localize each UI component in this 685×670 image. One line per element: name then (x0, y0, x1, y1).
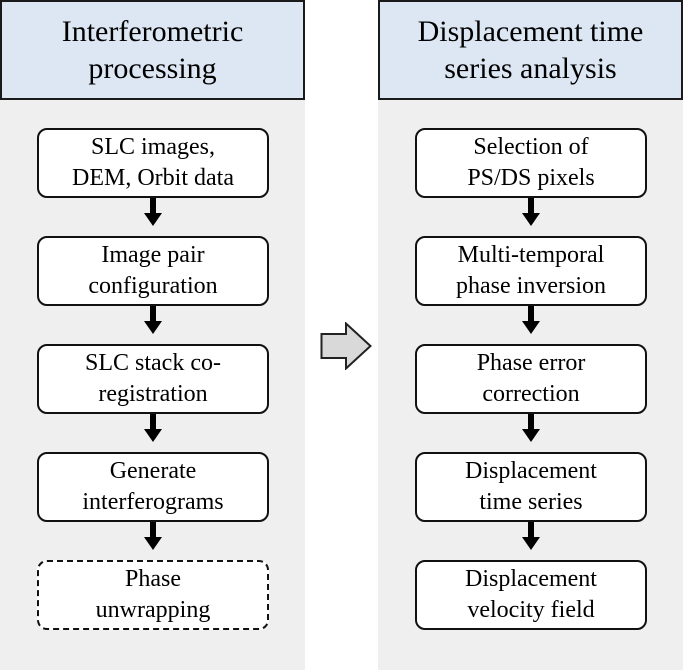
arrow-down-icon (144, 306, 162, 334)
step-line: Multi-temporal (457, 242, 605, 268)
step-line: PS/DS pixels (467, 165, 595, 191)
left-column-panel: SLC images, DEM, Orbit data Image pair c… (0, 100, 305, 670)
interferometric-processing-column: Interferometric processing SLC images, D… (0, 0, 305, 670)
arrow-down-icon (522, 414, 540, 442)
step-generate-interferograms: Generate interferograms (37, 452, 269, 522)
arrow-down-icon (144, 414, 162, 442)
step-phase-error-correction: Phase error correction (415, 344, 647, 414)
step-line: interferograms (82, 489, 224, 515)
step-slc-images: SLC images, DEM, Orbit data (37, 128, 269, 198)
step-image-pair-configuration: Image pair configuration (37, 236, 269, 306)
left-column-header: Interferometric processing (0, 0, 305, 100)
step-line: Displacement (465, 458, 597, 484)
step-line: correction (482, 381, 580, 407)
right-column-header: Displacement time series analysis (378, 0, 683, 100)
header-line: Interferometric (61, 15, 244, 48)
step-line: unwrapping (95, 597, 211, 623)
step-line: Image pair (101, 242, 205, 268)
step-line: Generate (109, 458, 197, 484)
step-line: DEM, Orbit data (72, 165, 234, 191)
arrow-down-icon (522, 522, 540, 550)
arrow-down-icon (144, 522, 162, 550)
arrow-down-icon (144, 198, 162, 226)
header-line: series analysis (444, 52, 617, 85)
right-column-panel: Selection of PS/DS pixels Multi-temporal… (378, 100, 683, 670)
step-line: SLC stack co- (85, 350, 221, 376)
step-line: Phase error (476, 350, 586, 376)
step-slc-stack-coregistration: SLC stack co- registration (37, 344, 269, 414)
step-line: SLC images, (91, 134, 215, 160)
step-line: Selection of (473, 134, 589, 160)
arrow-down-icon (522, 306, 540, 334)
step-displacement-velocity-field: Displacement velocity field (415, 560, 647, 630)
displacement-time-series-column: Displacement time series analysis Select… (378, 0, 683, 670)
step-multi-temporal-phase-inversion: Multi-temporal phase inversion (415, 236, 647, 306)
step-line: velocity field (467, 597, 595, 623)
step-displacement-time-series: Displacement time series (415, 452, 647, 522)
step-line: time series (479, 489, 583, 515)
arrow-down-icon (522, 198, 540, 226)
step-line: registration (98, 381, 208, 407)
header-line: processing (88, 52, 217, 85)
step-phase-unwrapping: Phase unwrapping (37, 560, 269, 630)
header-line: Displacement time (417, 15, 644, 48)
step-selection-of-pixels: Selection of PS/DS pixels (415, 128, 647, 198)
step-line: Displacement (465, 566, 597, 592)
step-line: phase inversion (456, 273, 606, 299)
arrow-right-icon (320, 322, 372, 370)
step-line: Phase (125, 566, 181, 592)
step-line: configuration (88, 273, 218, 299)
